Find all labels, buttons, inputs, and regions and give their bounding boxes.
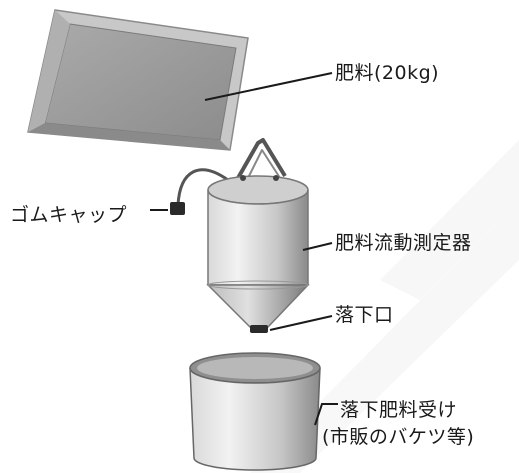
- flow-meter: [206, 175, 310, 333]
- outlet-label: 落下口: [335, 304, 394, 326]
- fertilizer-leader-line: [204, 72, 333, 101]
- fertilizer-label: 肥料(20kg): [335, 62, 440, 84]
- receiver-leader-line: [314, 403, 338, 426]
- meter-handle: [236, 138, 287, 179]
- rubber-cap-cable: [176, 168, 229, 206]
- receiving-bucket: [189, 352, 321, 471]
- flow-meter-label: 肥料流動測定器: [335, 232, 472, 254]
- receiver-label-line2: (市販のバケツ等): [322, 426, 475, 448]
- fertilizer-tray: [27, 9, 249, 151]
- outlet-leader-line: [269, 315, 333, 331]
- rubber-cap-label: ゴムキャップ: [10, 204, 128, 226]
- receiver-label-line1: 落下肥料受け: [340, 399, 458, 421]
- flow-meter-leader-line: [302, 242, 333, 251]
- rubber-cap: [170, 202, 185, 215]
